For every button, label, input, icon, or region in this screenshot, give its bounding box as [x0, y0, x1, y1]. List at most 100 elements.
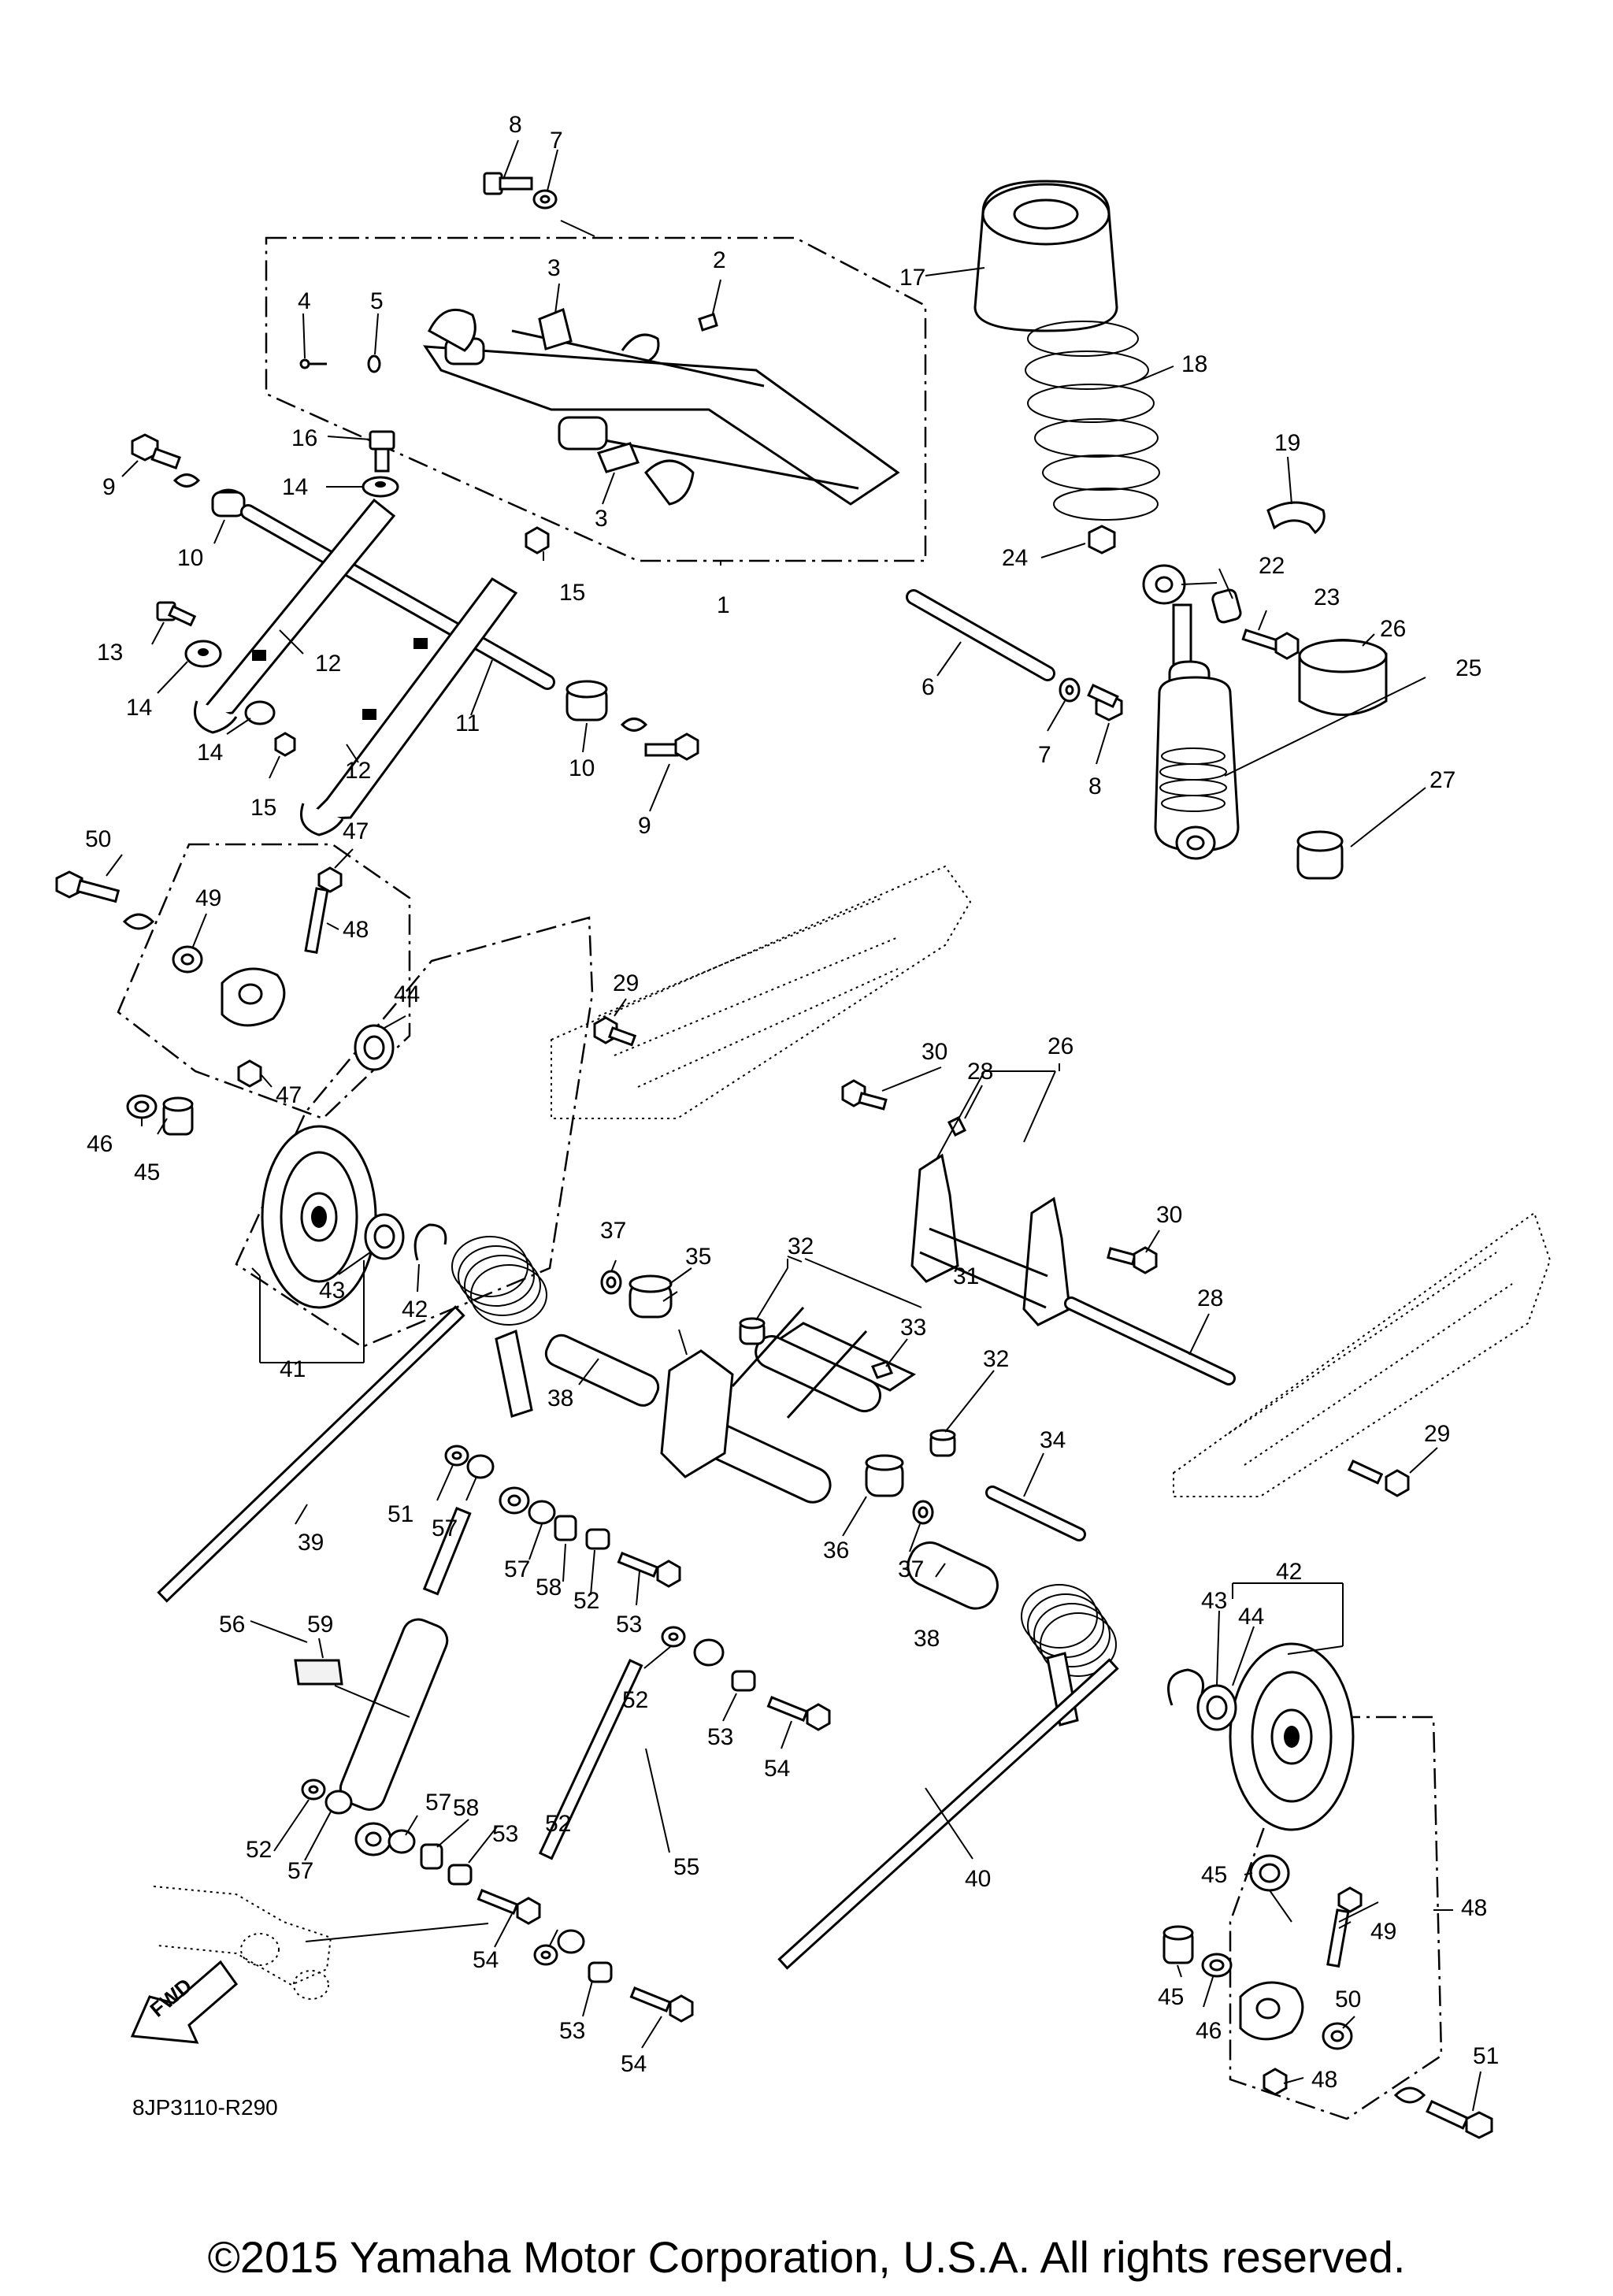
- callout-50: 49: [195, 885, 221, 911]
- nut-22: [1088, 525, 1116, 555]
- callout-43: 44: [1238, 1604, 1264, 1630]
- bolt-9-right: [620, 718, 699, 761]
- callout-7: 7: [1038, 742, 1051, 768]
- callout-59: 59: [307, 1612, 333, 1638]
- bolt-16: [362, 430, 399, 498]
- callout-52: 52: [246, 1837, 272, 1863]
- callout-43: 43: [319, 1278, 345, 1304]
- callout-57: 57: [432, 1515, 458, 1541]
- callout-49: 48: [343, 917, 369, 943]
- bolt-49-right: [1326, 1886, 1363, 1968]
- fwd-arrow: FWD: [130, 1960, 239, 2044]
- callout-33: 33: [900, 1315, 926, 1341]
- callouts: 8 7 3 2 4 5 16 14 9 10 3 15 1 13 12 14 1…: [85, 112, 1499, 2093]
- callout-25: 27: [1429, 767, 1455, 793]
- nut-15-top: [525, 526, 550, 555]
- callout-56: 56: [219, 1612, 245, 1638]
- callout-32: 32: [983, 1346, 1009, 1372]
- collar-25: [1296, 830, 1344, 880]
- callout-38: 38: [547, 1385, 573, 1411]
- callout-37: 37: [898, 1556, 924, 1582]
- group-box-47-right: [1229, 1716, 1443, 2120]
- callout-2: 2: [713, 247, 726, 273]
- circlip-42-right: [1167, 1668, 1204, 1706]
- callout-12: 12: [345, 758, 371, 784]
- collar-50-left: [172, 945, 203, 974]
- callout-53: 53: [559, 2018, 585, 2044]
- callout-36: 36: [823, 1537, 849, 1563]
- callout-15: 15: [559, 580, 585, 606]
- callout-14: 14: [197, 740, 223, 766]
- callout-50: 50: [1335, 1986, 1361, 2012]
- clip-19: [1266, 501, 1326, 535]
- pin-4: [299, 354, 381, 373]
- shock-body-23: [1154, 603, 1240, 860]
- link-55: [538, 1638, 725, 1954]
- bushing-32-upper: [739, 1317, 766, 1345]
- nut-48-right: [1263, 2068, 1288, 2096]
- callout-10: 10: [177, 545, 203, 571]
- callout-58: 58: [453, 1795, 479, 1821]
- bolt-8-right: [1087, 684, 1123, 721]
- leader-lines: [106, 139, 1481, 2112]
- nut-15-lower: [274, 732, 296, 757]
- grease-27: [947, 1115, 967, 1137]
- callout-52: 52: [622, 1687, 648, 1713]
- callout-11: 11: [455, 710, 480, 736]
- callout-32: 32: [788, 1233, 814, 1259]
- bracket-right: [1239, 1981, 1304, 2041]
- callout-41: 42: [1276, 1559, 1302, 1585]
- callout-38: 38: [914, 1626, 940, 1652]
- spring-40: [777, 1584, 1119, 1970]
- bushing-32-lower: [929, 1429, 956, 1457]
- idler-wheel-41-left: [261, 1125, 377, 1309]
- bolt-30-upper: [841, 1079, 888, 1111]
- collars-58: [420, 1515, 577, 1870]
- callout-51: 51: [1473, 2043, 1499, 2069]
- bolt-21: [1241, 629, 1300, 660]
- callout-14: 14: [126, 695, 152, 721]
- callout-57: 57: [425, 1790, 451, 1816]
- callout-48: 47: [276, 1082, 302, 1108]
- diagram-code: 8JP3110-R290: [132, 2095, 278, 2120]
- callout-42: 42: [402, 1296, 428, 1322]
- callout-51: 50: [85, 826, 111, 852]
- bolt-51-left: [55, 870, 155, 930]
- spring-39: [157, 1236, 547, 1603]
- callout-18: 18: [1181, 351, 1207, 377]
- bolt-30-lower: [1107, 1246, 1158, 1274]
- collar-36: [865, 1454, 904, 1497]
- callout-53: 53: [492, 1821, 518, 1847]
- callout-14: 14: [282, 474, 308, 500]
- copyright-notice: ©2015 Yamaha Motor Corporation, U.S.A. A…: [208, 2232, 1406, 2282]
- collar-10-right: [565, 680, 608, 721]
- callout-20: 22: [1259, 553, 1285, 579]
- bolt-13: [156, 601, 197, 627]
- arm-12-right: [300, 577, 518, 836]
- bearing-44-right: [1249, 1854, 1290, 1892]
- bolt-29-lower: [1347, 1460, 1410, 1497]
- callout-5: 5: [370, 288, 384, 314]
- callout-57: 57: [504, 1556, 530, 1582]
- bump-stopper-17: [973, 180, 1118, 332]
- shock-56: [339, 1486, 530, 1856]
- callout-17: 17: [899, 265, 925, 291]
- callout-37: 37: [600, 1218, 626, 1244]
- bolt-29-upper: [593, 1016, 637, 1047]
- callout-22: 24: [1002, 545, 1028, 571]
- callout-45-main: 45: [1158, 1984, 1184, 2010]
- callout-8: 8: [509, 112, 522, 138]
- callout-8: 8: [1088, 773, 1102, 799]
- callout-47: 47: [343, 818, 369, 844]
- callout-19: 19: [1274, 430, 1300, 456]
- callout-24: 26: [1380, 616, 1406, 642]
- callout-44: 45: [1201, 1862, 1227, 1888]
- callout-26-main: 26: [1048, 1033, 1073, 1059]
- callout-53: 52: [573, 1588, 599, 1614]
- callout-46: 46: [1196, 2018, 1222, 2044]
- callout-52: 51: [387, 1501, 413, 1527]
- front-arm-assembly: [423, 307, 900, 506]
- callout-54: 54: [473, 1947, 499, 1973]
- front-bracket: [153, 1886, 332, 2000]
- collar-50-right: [1322, 2022, 1353, 2050]
